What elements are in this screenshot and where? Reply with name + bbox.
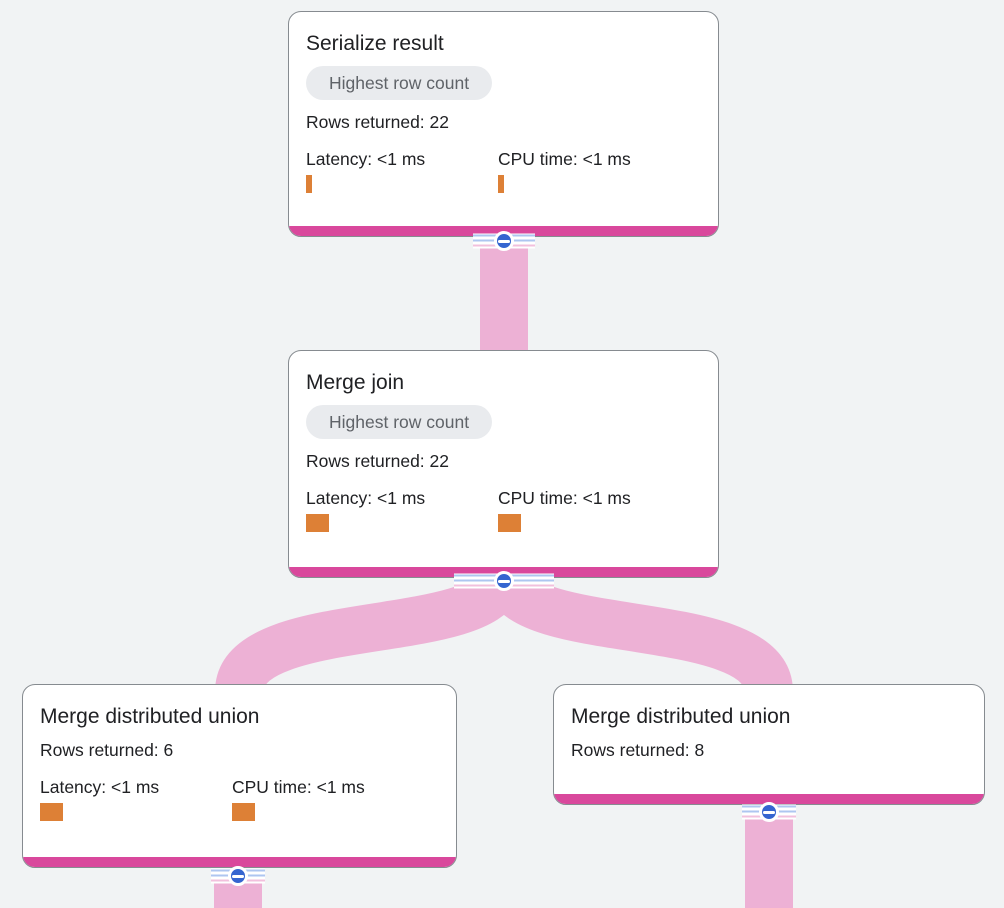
flow-link-mergejoin-to-left-union <box>215 570 523 696</box>
cpu-time-bar <box>232 803 255 821</box>
rows-returned-label: Rows returned: <box>306 112 425 132</box>
rows-returned-label: Rows returned: <box>40 740 159 760</box>
latency-metric: Latency: <1 ms <box>40 776 232 821</box>
rows-returned-value: 22 <box>429 112 450 132</box>
node-title: Merge distributed union <box>40 705 260 728</box>
cpu-metric: CPU time: <1 ms <box>498 148 701 193</box>
node-title: Serialize result <box>306 32 444 55</box>
rows-returned: Rows returned: 8 <box>571 739 967 761</box>
plan-node-merge-join[interactable]: Merge join Highest row count Rows return… <box>288 350 719 578</box>
minus-bar <box>498 579 510 583</box>
cpu-metric: CPU time: <1 ms <box>232 776 439 821</box>
node-title: Merge distributed union <box>571 705 791 728</box>
cpu-time-label: CPU time: <1 ms <box>498 149 631 169</box>
rows-returned: Rows returned: 6 <box>40 739 439 761</box>
node-title: Merge join <box>306 371 405 394</box>
highest-row-count-badge: Highest row count <box>306 405 493 439</box>
flow-link-mergejoin-to-right-union <box>485 570 793 696</box>
collapse-minus-icon <box>228 866 248 886</box>
latency-metric: Latency: <1 ms <box>306 487 498 532</box>
latency-bar <box>306 175 312 193</box>
cpu-time-label: CPU time: <1 ms <box>498 488 631 508</box>
metrics-row: Latency: <1 ms CPU time: <1 ms <box>40 776 439 821</box>
rows-returned: Rows returned: 22 <box>306 111 701 133</box>
plan-node-merge-distributed-union-left[interactable]: Merge distributed union Rows returned: 6… <box>22 684 457 868</box>
collapse-minus-icon <box>494 571 514 591</box>
rows-returned-value: 8 <box>694 740 705 760</box>
latency-bar <box>306 514 329 532</box>
metrics-row: Latency: <1 ms CPU time: <1 ms <box>306 487 701 532</box>
rows-returned-label: Rows returned: <box>306 451 425 471</box>
rows-returned: Rows returned: 22 <box>306 450 701 472</box>
minus-bar <box>763 810 775 814</box>
cpu-time-label: CPU time: <1 ms <box>232 777 365 797</box>
latency-label: Latency: <1 ms <box>306 149 426 169</box>
node-accent-bar <box>554 794 984 804</box>
plan-node-serialize-result[interactable]: Serialize result Highest row count Rows … <box>288 11 719 237</box>
latency-bar <box>40 803 63 821</box>
collapse-minus-icon <box>759 802 779 822</box>
latency-label: Latency: <1 ms <box>306 488 426 508</box>
node-accent-bar <box>23 857 456 867</box>
cpu-metric: CPU time: <1 ms <box>498 487 701 532</box>
latency-metric: Latency: <1 ms <box>306 148 498 193</box>
minus-bar <box>232 874 244 878</box>
cpu-time-bar <box>498 175 504 193</box>
latency-label: Latency: <1 ms <box>40 777 160 797</box>
minus-bar <box>498 239 510 243</box>
cpu-time-bar <box>498 514 521 532</box>
metrics-row: Latency: <1 ms CPU time: <1 ms <box>306 148 701 193</box>
rows-returned-value: 22 <box>429 451 450 471</box>
collapse-minus-icon <box>494 231 514 251</box>
rows-returned-value: 6 <box>163 740 174 760</box>
plan-node-merge-distributed-union-right[interactable]: Merge distributed union Rows returned: 8 <box>553 684 985 805</box>
highest-row-count-badge: Highest row count <box>306 66 493 100</box>
rows-returned-label: Rows returned: <box>571 740 690 760</box>
